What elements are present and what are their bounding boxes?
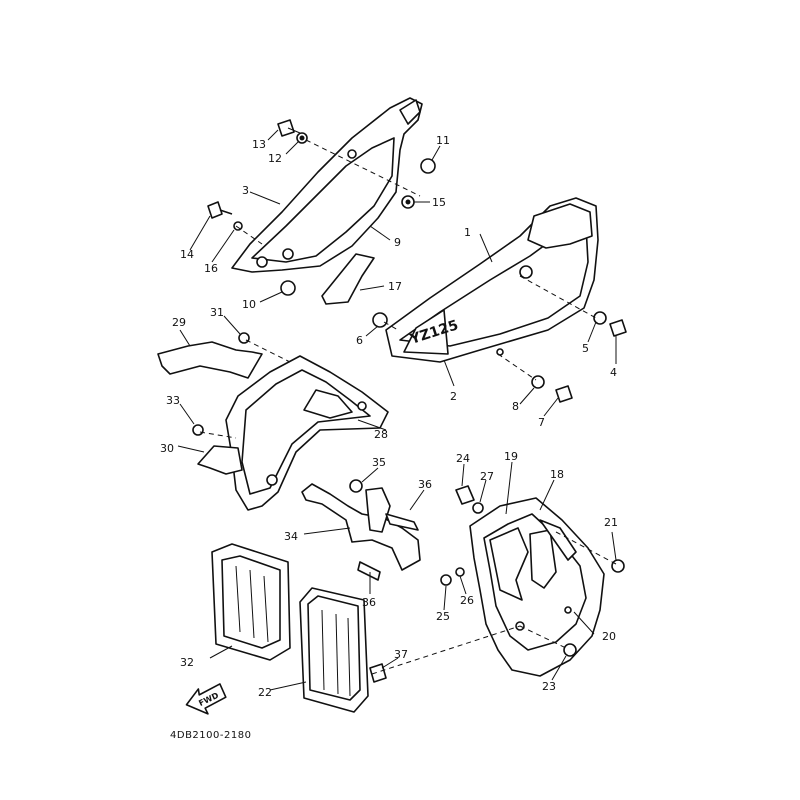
bolt-23 [563,643,577,657]
leader-lines [177,129,617,691]
callout-8: 8 [512,400,519,413]
hardware-group-top-left [207,119,436,296]
callout-6: 6 [356,334,363,347]
callout-10: 10 [242,298,256,311]
collar-5 [593,311,607,325]
bolt-4 [609,319,627,337]
callout-22: 22 [258,686,272,699]
callout-9: 9 [394,236,401,249]
callout-16: 16 [204,262,218,275]
callout-15: 15 [432,196,446,209]
callout-35: 35 [372,456,386,469]
callout-4: 4 [610,366,617,379]
bolt-13 [277,119,301,137]
callout-5: 5 [582,342,589,355]
left-side-cover [231,97,423,273]
callout-3: 3 [242,184,249,197]
assembly-dashed-lines [199,139,617,675]
bolt-14 [207,201,233,219]
collar-27 [472,502,484,514]
callout-1: 1 [464,226,471,239]
callout-19: 19 [504,450,518,463]
callout-17: 17 [388,280,402,293]
bracket-34 [301,479,421,581]
callout-12: 12 [268,152,282,165]
bracket-24 [455,485,475,505]
hardware-group-right-cover [372,311,627,403]
callout-2: 2 [450,390,457,403]
radiator-louver-32 [211,543,291,661]
bolt-25 [440,574,452,586]
callout-30: 30 [160,442,174,455]
collar-15 [401,195,415,209]
bolt-33 [192,424,204,436]
washer-16 [233,221,243,231]
hardware-group-right-radiator [440,485,625,657]
grommet-6 [372,312,388,328]
bolt-21 [611,559,625,573]
callout-36a: 36 [418,478,432,491]
radiator-decal-30 [197,445,243,475]
callout-36b: 36 [362,596,376,609]
grommet-10 [280,280,296,296]
callout-37: 37 [394,648,408,661]
callout-13: 13 [252,138,266,151]
collar-8 [531,375,545,389]
callout-31: 31 [210,306,224,319]
radiator-cover-right [469,497,605,677]
collar-26 [455,567,465,577]
callout-34: 34 [284,530,298,543]
right-side-cover: YZ125 [385,197,599,363]
callout-21: 21 [604,516,618,529]
grommet-11 [420,158,436,174]
callout-26: 26 [460,594,474,607]
diagram-code: 4DB2100-2180 [170,730,251,741]
callout-23: 23 [542,680,556,693]
callout-24: 24 [456,452,470,465]
callout-14: 14 [180,248,194,261]
callout-28: 28 [374,428,388,441]
clip-37 [369,663,387,683]
bolt-7 [555,385,573,403]
callout-7: 7 [538,416,545,429]
callout-33: 33 [166,394,180,407]
callout-20: 20 [602,630,616,643]
radiator-decal-29 [157,341,263,379]
callout-11: 11 [436,134,450,147]
callout-32: 32 [180,656,194,669]
radiator-cover-left [225,355,389,511]
forward-arrow-icon: FWD [185,683,227,715]
callout-labels: 1 2 3 4 5 6 7 8 9 10 11 12 13 14 15 16 1… [160,134,618,699]
callout-18: 18 [550,468,564,481]
callout-25: 25 [436,610,450,623]
radiator-louver-22 [299,587,369,713]
washer-12 [296,132,308,144]
callout-27: 27 [480,470,494,483]
bolt-31 [238,332,250,344]
callout-29: 29 [172,316,186,329]
side-cover-decal-17 [321,253,375,305]
